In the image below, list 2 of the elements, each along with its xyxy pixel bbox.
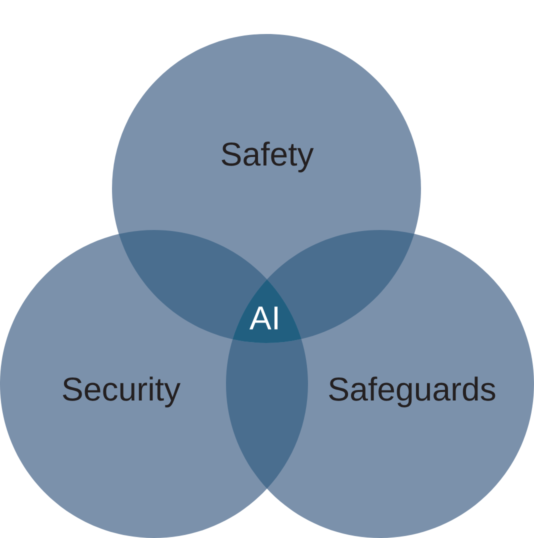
center-overlap: AI xyxy=(232,279,302,343)
overlap-region xyxy=(226,339,308,489)
